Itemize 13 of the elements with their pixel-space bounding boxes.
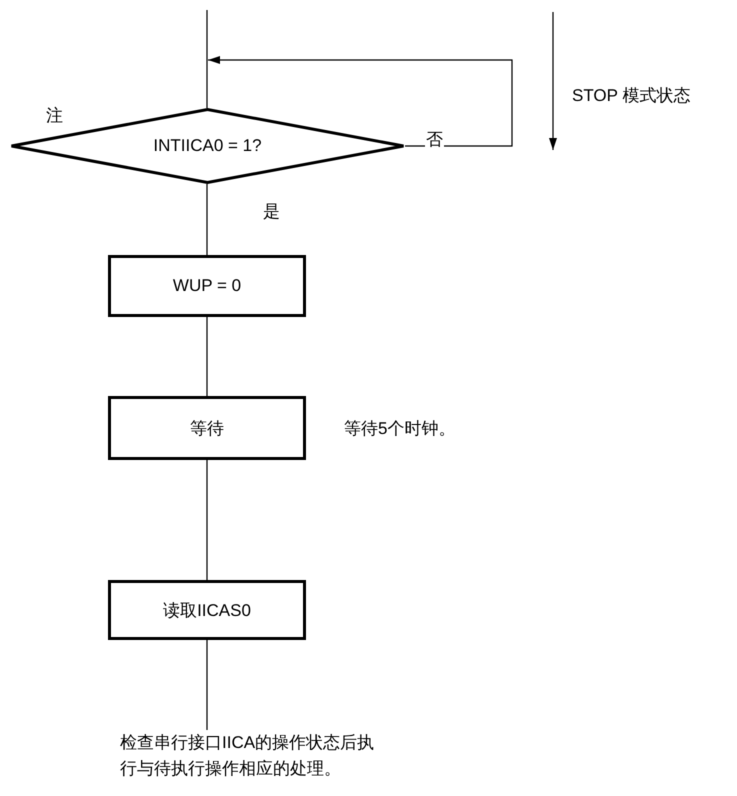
connector-line xyxy=(206,10,208,108)
note-text: 检查串行接口IICA的操作状态后执行与待执行操作相应的处理。 xyxy=(120,730,386,786)
process-box: 读取IICAS0 xyxy=(108,580,306,640)
connector-line xyxy=(206,460,208,580)
connector-line xyxy=(206,317,208,396)
state-label: STOP 模式状态 xyxy=(572,85,690,107)
note-mark: 注 xyxy=(46,105,63,127)
process-box: 等待 xyxy=(108,396,306,460)
connector-line xyxy=(206,184,208,255)
arrow xyxy=(208,56,513,147)
process-box: WUP = 0 xyxy=(108,255,306,317)
note-text: 等待5个时钟。 xyxy=(344,418,456,440)
connector-line xyxy=(206,640,208,730)
